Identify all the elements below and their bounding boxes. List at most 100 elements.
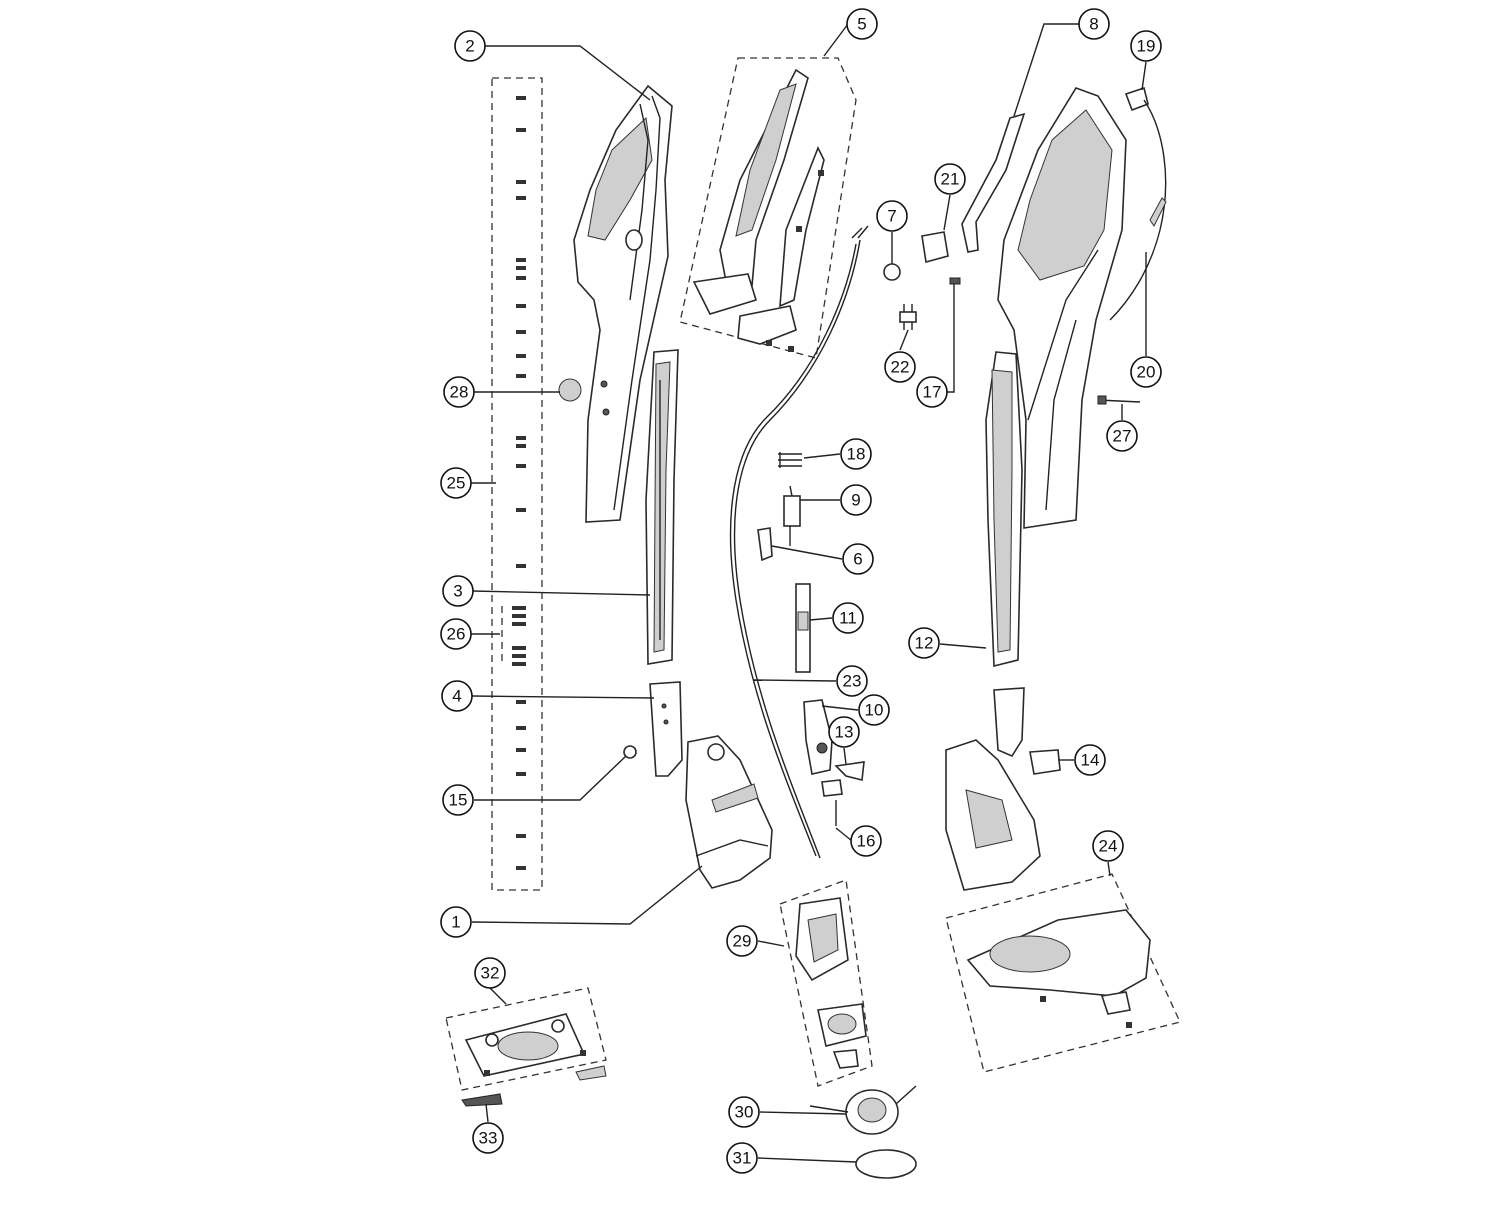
callout-28-label: 28 — [450, 383, 469, 402]
callout-22-label: 22 — [891, 358, 910, 377]
switch-part — [783, 485, 801, 546]
callout-29: 29 — [726, 925, 758, 957]
callout-22: 22 — [884, 351, 916, 383]
callout-4-label: 4 — [452, 687, 461, 706]
callout-20: 20 — [1130, 356, 1162, 388]
callout-3-label: 3 — [453, 582, 462, 601]
switch-housing-part — [803, 699, 833, 775]
callout-23: 23 — [836, 665, 868, 697]
callout-30-label: 30 — [735, 1103, 754, 1122]
callout-27-label: 27 — [1113, 427, 1132, 446]
callout-13: 13 — [828, 716, 860, 748]
callout-8-label: 8 — [1089, 15, 1098, 34]
callout-2-label: 2 — [465, 37, 474, 56]
right-handle-housing — [997, 87, 1127, 529]
callout-25: 25 — [440, 467, 472, 499]
callout-23-label: 23 — [843, 672, 862, 691]
callout-31-label: 31 — [733, 1149, 752, 1168]
callout-19: 19 — [1130, 30, 1162, 62]
left-handle-housing — [573, 84, 673, 523]
callout-13-label: 13 — [835, 723, 854, 742]
callout-26-label: 26 — [447, 625, 466, 644]
lever-part — [834, 761, 865, 781]
shaft-tube-upper — [645, 349, 679, 665]
callout-3: 3 — [442, 575, 474, 607]
switch-button-part — [883, 263, 901, 281]
bushing-part — [1029, 749, 1061, 775]
callout-16: 16 — [850, 825, 882, 857]
callout-14-label: 14 — [1081, 751, 1100, 770]
trigger-part — [757, 527, 773, 562]
long-bolt-part — [1097, 395, 1141, 405]
callout-20-label: 20 — [1137, 363, 1156, 382]
callout-9-label: 9 — [851, 491, 860, 510]
callout-32-label: 32 — [481, 964, 500, 983]
callout-1: 1 — [440, 906, 472, 938]
callout-5-label: 5 — [857, 15, 866, 34]
leader-lines — [470, 23, 1147, 1163]
callout-12-label: 12 — [915, 634, 934, 653]
callout-7: 7 — [876, 200, 908, 232]
spool-part — [809, 1085, 917, 1135]
callout-8: 8 — [1078, 8, 1110, 40]
spring-part — [778, 452, 802, 468]
callout-6: 6 — [842, 543, 874, 575]
callout-33-label: 33 — [479, 1129, 498, 1148]
callout-21-label: 21 — [941, 170, 960, 189]
power-cord — [729, 225, 869, 859]
trigger-lever-part — [961, 112, 1026, 253]
small-pin-part — [949, 277, 961, 285]
callout-15: 15 — [442, 784, 474, 816]
callout-21: 21 — [934, 163, 966, 195]
knob-part — [558, 378, 582, 402]
callout-18: 18 — [840, 438, 872, 470]
callout-6-label: 6 — [853, 550, 862, 569]
callout-1-label: 1 — [451, 913, 460, 932]
callout-9: 9 — [840, 484, 872, 516]
motor-assembly-group — [779, 879, 873, 1087]
button-part — [821, 779, 843, 826]
callout-27: 27 — [1106, 420, 1138, 452]
callout-30: 30 — [728, 1096, 760, 1128]
spool-cap-part — [855, 1149, 917, 1179]
guard-group — [445, 987, 607, 1091]
callout-10: 10 — [858, 694, 890, 726]
callout-25-label: 25 — [447, 474, 466, 493]
callout-11: 11 — [832, 602, 864, 634]
cord-clamp-part — [921, 231, 949, 264]
callout-2: 2 — [454, 30, 486, 62]
callout-24-label: 24 — [1099, 837, 1118, 856]
lock-bar-part — [795, 583, 811, 673]
callout-15-label: 15 — [449, 791, 468, 810]
callout-26: 26 — [440, 618, 472, 650]
blade-part — [461, 1093, 503, 1107]
callout-17-label: 17 — [923, 383, 942, 402]
shaft-coupling — [649, 681, 683, 777]
shaft-tube-right — [985, 351, 1023, 668]
callout-14: 14 — [1074, 744, 1106, 776]
callout-16-label: 16 — [857, 832, 876, 851]
callout-10-label: 10 — [865, 701, 884, 720]
callout-18-label: 18 — [847, 445, 866, 464]
callout-33: 33 — [472, 1122, 504, 1154]
screw-kit-group — [491, 77, 543, 891]
callout-17: 17 — [916, 376, 948, 408]
callout-4: 4 — [441, 680, 473, 712]
callout-24: 24 — [1092, 830, 1124, 862]
screw-set-26 — [501, 606, 526, 666]
callout-29-label: 29 — [733, 932, 752, 951]
callout-7-label: 7 — [887, 207, 896, 226]
callout-5: 5 — [846, 8, 878, 40]
handle-insert-group — [679, 57, 857, 359]
motor-housing-right — [945, 687, 1041, 891]
callout-31: 31 — [726, 1142, 758, 1174]
callout-11-label: 11 — [839, 609, 857, 628]
guard-cover-group — [945, 873, 1181, 1073]
motor-housing-left — [685, 735, 773, 889]
callout-28: 28 — [443, 376, 475, 408]
callout-19-label: 19 — [1137, 37, 1156, 56]
callout-32: 32 — [474, 957, 506, 989]
terminal-part — [899, 304, 917, 330]
callout-12: 12 — [908, 627, 940, 659]
